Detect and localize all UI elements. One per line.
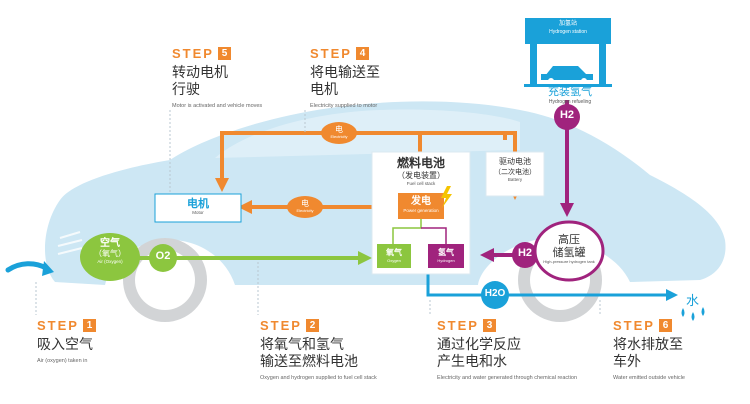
motor-label: 电机 Motor: [155, 197, 241, 215]
h2o-label: H2O: [484, 288, 506, 299]
refuel-cn: 充装氢气: [548, 85, 592, 98]
tank-cn2: 储氢罐: [552, 246, 586, 259]
step-4-word: STEP: [310, 46, 352, 61]
tank-label: 高压 储氢罐 High-pressure hydrogen tank: [535, 233, 603, 264]
electricity-en-mid: Electricity: [296, 208, 314, 213]
step-2-word: STEP: [260, 318, 302, 333]
step-6-cn: 将水排放至车外: [613, 337, 683, 370]
step-4-num: 4: [355, 47, 369, 60]
fuel-cell-title: 燃料电池: [396, 156, 445, 170]
lightning-icon: [441, 186, 452, 208]
water-out-arrow: [426, 274, 668, 297]
step-3-word: STEP: [437, 318, 479, 333]
step-2-en: Oxygen and hydrogen supplied to fuel cel…: [260, 375, 377, 381]
air-sub: （氧气）: [94, 249, 126, 258]
h2o-circle: [481, 281, 509, 309]
step-6-en: Water emitted outside vehicle: [613, 375, 685, 381]
step-1-cn: 吸入空气: [37, 337, 93, 353]
oxygen-en: Oxygen: [387, 258, 401, 263]
station-en: Hydrogen station: [549, 29, 587, 35]
battery-sub: （二次电池）: [494, 168, 536, 176]
electricity-cn-mid: 电: [301, 199, 309, 208]
air-circle: [80, 233, 140, 281]
electricity-oval-top: [321, 122, 357, 144]
step-2-num: 2: [305, 319, 319, 332]
hydrogen-en: Hydrogen: [437, 258, 455, 263]
oxygen-label: 氧气 Oxygen: [377, 248, 411, 263]
step-2-cn: 将氧气和氢气输送至燃料电池: [260, 337, 358, 370]
air-en: Air (Oxygen): [97, 259, 123, 264]
station-cn: 加氢站: [558, 20, 577, 27]
o2-label: O2: [155, 250, 171, 262]
step-6-word: STEP: [613, 318, 655, 333]
hydrogen-label: 氢气 Hydrogen: [428, 248, 464, 263]
water-drops-icon: [681, 307, 705, 321]
air-label: 空气 （氧气） Air (Oxygen): [82, 238, 138, 264]
step-1-en: Air (oxygen) taken in: [37, 358, 88, 364]
refuel-en: Hydrogen refueling: [548, 99, 592, 105]
motor-cn: 电机: [187, 197, 209, 210]
step-4-cn: 将电输送至电机: [310, 65, 380, 98]
electricity-cn-top: 电: [335, 125, 343, 134]
step-5-num: 5: [217, 47, 231, 60]
fuel-cell-sub: （发电装置）: [397, 171, 445, 180]
battery-cn: 驱动电池: [499, 157, 531, 166]
hydrogen-cn: 氢气: [438, 248, 454, 257]
hydrogen-station-icon: [524, 18, 612, 87]
grille-lines: [57, 231, 83, 255]
h2-circle-side: [512, 242, 538, 268]
step-4-en: Electricity supplied to motor: [310, 103, 378, 109]
h2-label-side: H2: [517, 247, 533, 259]
h2-label-top: H2: [559, 109, 575, 121]
generation-cn: 发电: [411, 196, 431, 207]
refuel-label: 充装氢气 Hydrogen refueling: [527, 83, 613, 105]
motor-en: Motor: [192, 210, 204, 215]
fuel-cell-label: 燃料电池 （发电装置） Fuel cell stack: [372, 156, 470, 186]
oxygen-cn: 氧气: [386, 248, 402, 257]
electricity-label-mid: 电 Electricity: [287, 199, 323, 213]
step-1-num: 1: [82, 319, 96, 332]
oxygen-box: [377, 244, 411, 268]
step-6-num: 6: [658, 319, 672, 332]
step-3-cn: 通过化学反应产生电和水: [437, 337, 521, 370]
electricity-loop-arrow: [220, 131, 507, 180]
electricity-oval-mid: [287, 196, 323, 218]
hydrogen-box: [428, 244, 464, 268]
h2-circle-top: [554, 104, 580, 130]
step-1-word: STEP: [37, 318, 79, 333]
battery-label: 驱动电池 （二次电池） Battery: [486, 157, 544, 182]
electricity-en-top: Electricity: [330, 134, 348, 139]
water-label: 水: [686, 294, 700, 309]
guide-lines: [35, 110, 601, 315]
station-label: 加氢站 Hydrogen station: [525, 20, 611, 36]
air-intake-arrow: [5, 261, 49, 273]
battery-box: [485, 151, 545, 197]
tank-cn1: 高压: [558, 233, 580, 246]
battery-en: Battery: [507, 177, 523, 182]
air-cn: 空气: [100, 238, 120, 249]
generation-en: Power generation: [403, 208, 439, 213]
hydrogen-tank: [533, 220, 605, 282]
o2-circle: [149, 244, 177, 272]
step-3-num: 3: [482, 319, 496, 332]
step-5-cn: 转动电机行驶: [172, 65, 228, 98]
fuel-cell-en: Fuel cell stack: [406, 181, 436, 186]
step-5-word: STEP: [172, 46, 214, 61]
electricity-label-top: 电 Electricity: [321, 125, 357, 139]
motor-box: [154, 193, 242, 223]
power-generation-box: [398, 193, 444, 219]
step-5-en: Motor is activated and vehicle moves: [172, 103, 263, 109]
generation-label: 发电 Power generation: [398, 196, 444, 213]
step-3-en: Electricity and water generated through …: [437, 375, 578, 381]
tank-en: High-pressure hydrogen tank: [543, 259, 595, 264]
